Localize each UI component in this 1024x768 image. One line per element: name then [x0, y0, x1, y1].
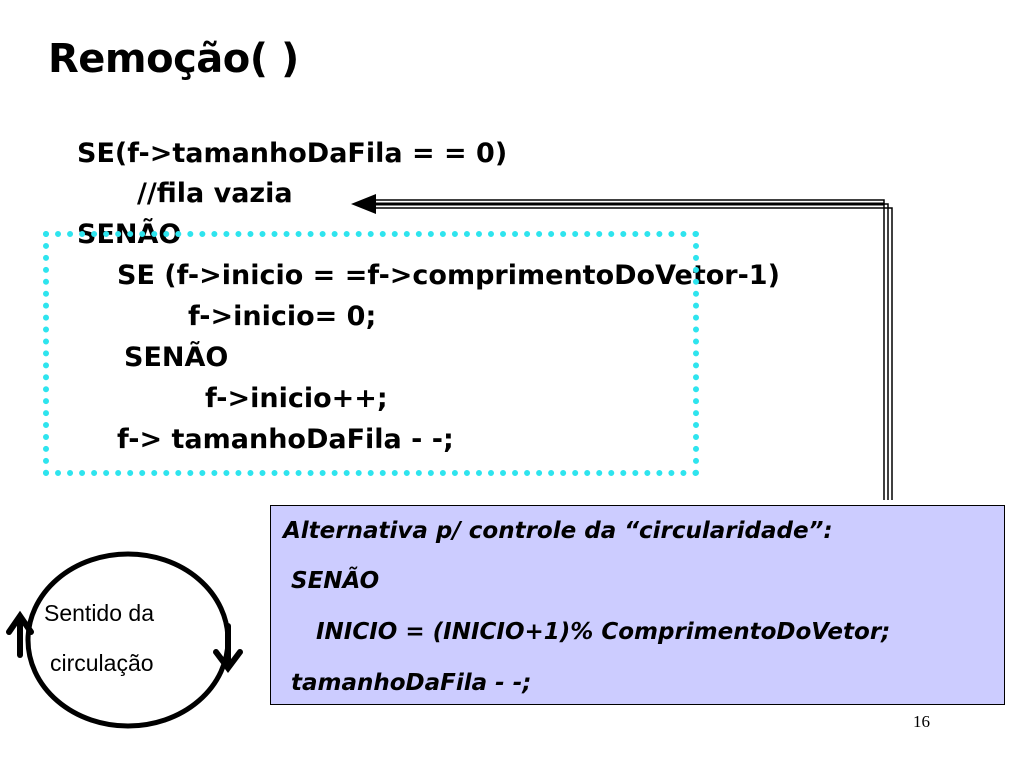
circulation-label-1: Sentido da: [44, 600, 154, 626]
arrow-head-icon: [351, 194, 376, 214]
circulation-label-2: circulação: [50, 650, 154, 676]
code-line-2: //fila vazia: [137, 178, 293, 209]
code-line-1: SE(f->tamanhoDaFila = = 0): [77, 138, 508, 169]
slide-title: Remoção( ): [48, 36, 299, 82]
code-line-5: f->inicio= 0;: [188, 301, 377, 332]
alternative-line-3: INICIO = (INICIO+1)% ComprimentoDoVetor;: [316, 619, 891, 645]
code-line-4: SE (f->inicio = =f->comprimentoDoVetor-1…: [117, 260, 780, 291]
alternative-heading: Alternativa p/ controle da “circularidad…: [283, 518, 833, 544]
circulation-cycle-icon: [6, 551, 243, 729]
page-number: 16: [913, 712, 930, 731]
alternative-line-4: tamanhoDaFila - -;: [291, 670, 532, 696]
highlight-box: [43, 231, 699, 476]
alternative-box: Alternativa p/ controle da “circularidad…: [270, 505, 1005, 705]
code-line-7: f->inicio++;: [205, 383, 388, 414]
alternative-line-2: SENÃO: [291, 568, 380, 594]
code-line-6: SENÃO: [124, 342, 229, 373]
code-line-8: f-> tamanhoDaFila - -;: [117, 424, 454, 455]
